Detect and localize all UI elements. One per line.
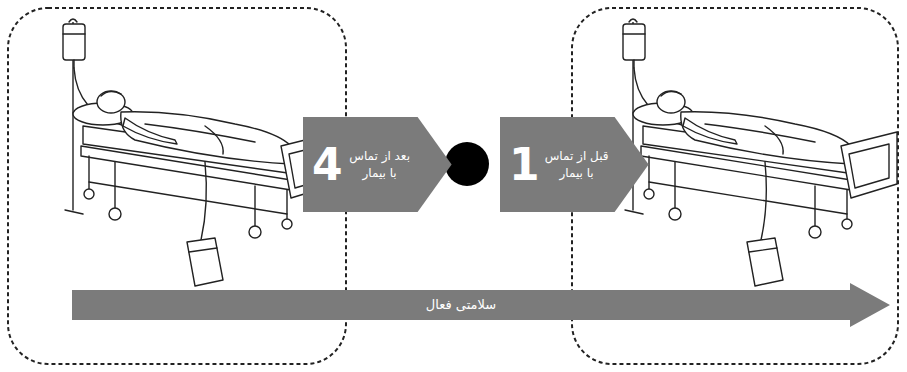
arrow-content: سلامتی فعال — [72, 290, 850, 320]
moment-arrow: 4بعد از تماس با بیمار — [303, 117, 452, 212]
arrow-content: 4بعد از تماس با بیمار — [307, 117, 418, 212]
timeline-band-arrow: سلامتی فعال — [72, 283, 890, 327]
moment-arrow: 1قبل از تماس با بیمار — [500, 117, 649, 212]
band-label: سلامتی فعال — [426, 297, 496, 313]
black-dot — [445, 142, 489, 186]
moment-number: 4 — [312, 143, 343, 187]
arrow-fill — [303, 117, 452, 212]
moment-label: بعد از تماس با بیمار — [347, 148, 413, 180]
moment-number: 1 — [509, 143, 540, 187]
arrow-fill — [72, 283, 890, 327]
arrow-content: 1قبل از تماس با بیمار — [504, 117, 615, 212]
arrow-fill — [500, 117, 649, 212]
patient-bed — [63, 19, 337, 286]
patient-bed — [623, 19, 897, 286]
moment-label: قبل از تماس با بیمار — [544, 148, 610, 180]
